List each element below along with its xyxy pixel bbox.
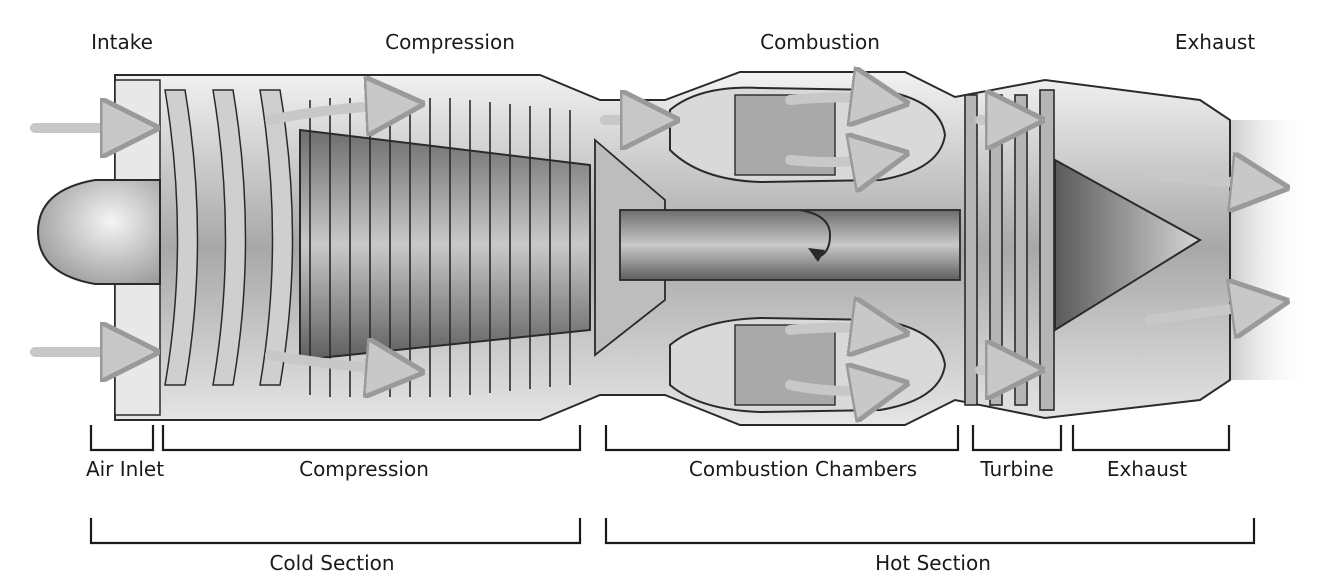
bracket-compression: [161, 425, 582, 452]
rotation-arrowhead: [808, 248, 825, 262]
bracket-air-inlet: [89, 425, 155, 452]
fan-blades: [164, 89, 294, 386]
label-intake: Intake: [91, 30, 153, 54]
bracket-exhaust: [1071, 425, 1231, 452]
compressor-drum: [299, 128, 591, 362]
label-hot-section: Hot Section: [875, 551, 991, 575]
label-combustion-chambers: Combustion Chambers: [688, 457, 918, 481]
compressor-stages: [309, 98, 571, 397]
shaft-rotation-arrow: [799, 209, 832, 259]
bracket-cold-section: [89, 518, 582, 545]
label-exhaust-component: Exhaust: [1106, 457, 1188, 481]
label-compression-stage: Compression: [385, 30, 515, 54]
label-turbine: Turbine: [980, 457, 1054, 481]
exhaust-cone: [1054, 158, 1202, 332]
label-combustion-stage: Combustion: [760, 30, 880, 54]
airflow-arrows: [30, 98, 1260, 391]
label-cold-section: Cold Section: [269, 551, 395, 575]
bracket-hot-section: [604, 518, 1256, 545]
bracket-turbine: [971, 425, 1063, 452]
label-exhaust-stage: Exhaust: [1174, 30, 1256, 54]
main-shaft: [619, 209, 961, 281]
spinner-nose-cone: [36, 179, 161, 285]
label-compression-component: Compression: [299, 457, 429, 481]
label-air-inlet: Air Inlet: [85, 457, 165, 481]
turbine-stages: [964, 89, 1055, 411]
bracket-combustion-chambers: [604, 425, 960, 452]
